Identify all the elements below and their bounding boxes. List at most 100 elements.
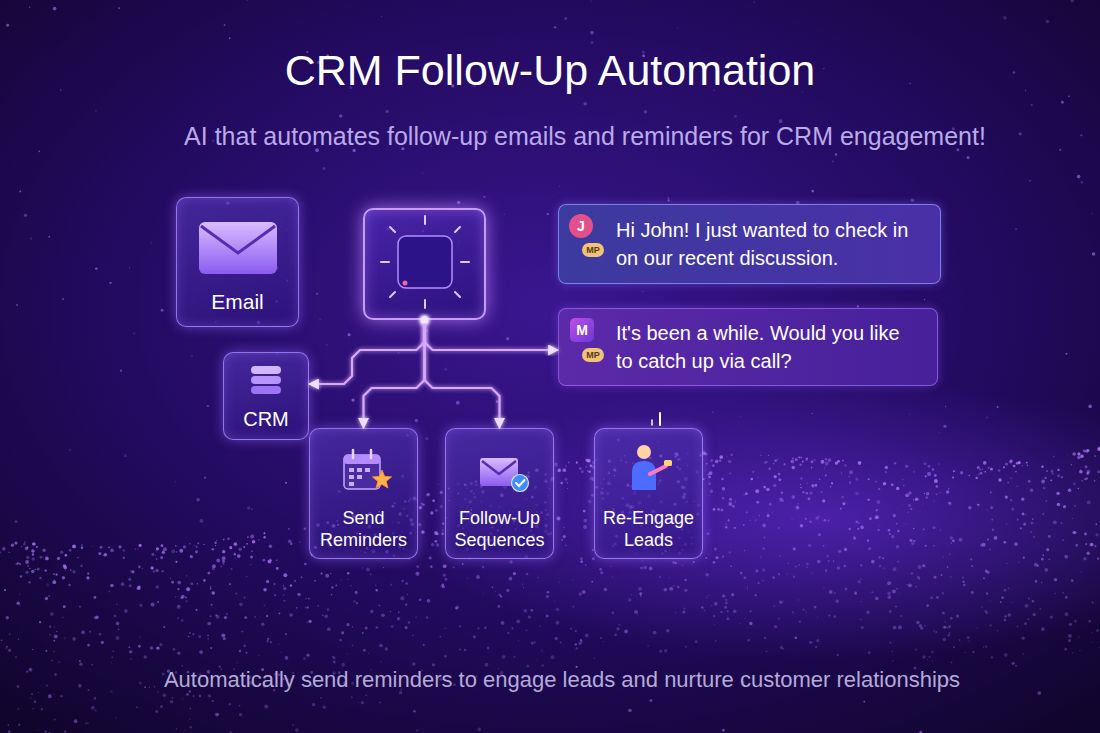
particle <box>52 580 56 584</box>
particle <box>766 488 770 492</box>
diagram-caption: Automatically send reminders to engage l… <box>12 667 1100 693</box>
particle <box>827 555 829 557</box>
particle <box>732 505 734 507</box>
particle <box>638 587 642 591</box>
particle <box>1097 470 1100 473</box>
particle <box>216 559 220 563</box>
particle <box>1086 552 1090 556</box>
particle <box>48 236 50 238</box>
particle <box>800 477 803 480</box>
particle <box>950 576 951 577</box>
particle <box>580 640 583 643</box>
particle <box>773 463 774 464</box>
particle <box>312 703 315 706</box>
particle <box>781 491 784 494</box>
particle <box>386 110 389 113</box>
particle <box>1056 492 1059 495</box>
particle <box>751 478 754 481</box>
particle <box>587 470 588 471</box>
particle <box>1050 479 1052 481</box>
particle <box>703 459 704 460</box>
check-mark <box>516 480 525 486</box>
particle <box>991 656 994 659</box>
particle <box>49 634 50 635</box>
particle <box>1051 470 1054 473</box>
particle <box>200 519 204 523</box>
particle <box>130 570 132 572</box>
particle <box>330 573 331 574</box>
particle <box>682 565 683 566</box>
particle <box>44 730 47 733</box>
particle <box>95 267 97 269</box>
particle <box>722 497 725 500</box>
particle <box>940 492 941 493</box>
particle <box>326 344 328 346</box>
particle <box>823 587 824 588</box>
particle <box>800 524 803 527</box>
particle <box>944 626 947 629</box>
particle <box>1071 579 1074 582</box>
particle <box>155 555 156 556</box>
particle <box>932 468 934 470</box>
particle <box>1061 476 1063 478</box>
particle <box>990 600 991 601</box>
particle <box>704 610 705 611</box>
particle <box>1016 485 1018 487</box>
particle <box>821 460 825 464</box>
particle <box>1055 593 1056 594</box>
particle <box>985 645 987 647</box>
particle <box>210 647 212 649</box>
particle <box>285 656 289 660</box>
particle <box>212 591 215 594</box>
particle <box>1092 632 1093 633</box>
particle <box>878 488 880 490</box>
particle <box>207 405 209 407</box>
particle <box>6 646 8 648</box>
particle <box>155 710 158 713</box>
particle <box>251 550 253 552</box>
particle <box>187 587 190 590</box>
particle <box>258 655 259 656</box>
particle <box>809 641 812 644</box>
particle <box>156 585 160 589</box>
particle <box>6 648 7 649</box>
particle <box>949 553 950 554</box>
particle <box>37 729 38 730</box>
node-label: Re-Engage Leads <box>595 507 702 558</box>
particle <box>422 173 423 174</box>
particle <box>49 626 51 628</box>
particle <box>186 693 189 696</box>
particle <box>838 550 841 553</box>
particle <box>868 651 871 654</box>
particle <box>888 529 890 531</box>
spark-line <box>659 413 661 425</box>
particle <box>892 651 893 652</box>
particle <box>867 498 870 501</box>
particle <box>40 556 43 559</box>
particle <box>853 537 856 540</box>
particle <box>1094 455 1096 457</box>
particle <box>714 624 715 625</box>
particle <box>195 550 198 553</box>
particle <box>559 468 561 470</box>
particle <box>237 554 241 558</box>
particle <box>875 515 879 519</box>
avatar-badge: MP <box>582 243 604 257</box>
particle <box>1026 462 1028 464</box>
particle <box>860 619 862 621</box>
particle <box>250 535 254 539</box>
particle <box>763 486 766 489</box>
action-node: Follow-Up Sequences <box>445 428 554 559</box>
particle <box>530 609 533 612</box>
particle <box>163 547 167 551</box>
particle <box>554 637 558 641</box>
particle <box>45 557 49 561</box>
particle <box>977 627 978 628</box>
particle <box>459 648 461 650</box>
particle <box>708 595 709 596</box>
particle <box>583 102 586 105</box>
particle <box>1061 101 1064 104</box>
particle <box>161 544 164 547</box>
particle <box>712 411 714 413</box>
particle <box>207 572 210 575</box>
